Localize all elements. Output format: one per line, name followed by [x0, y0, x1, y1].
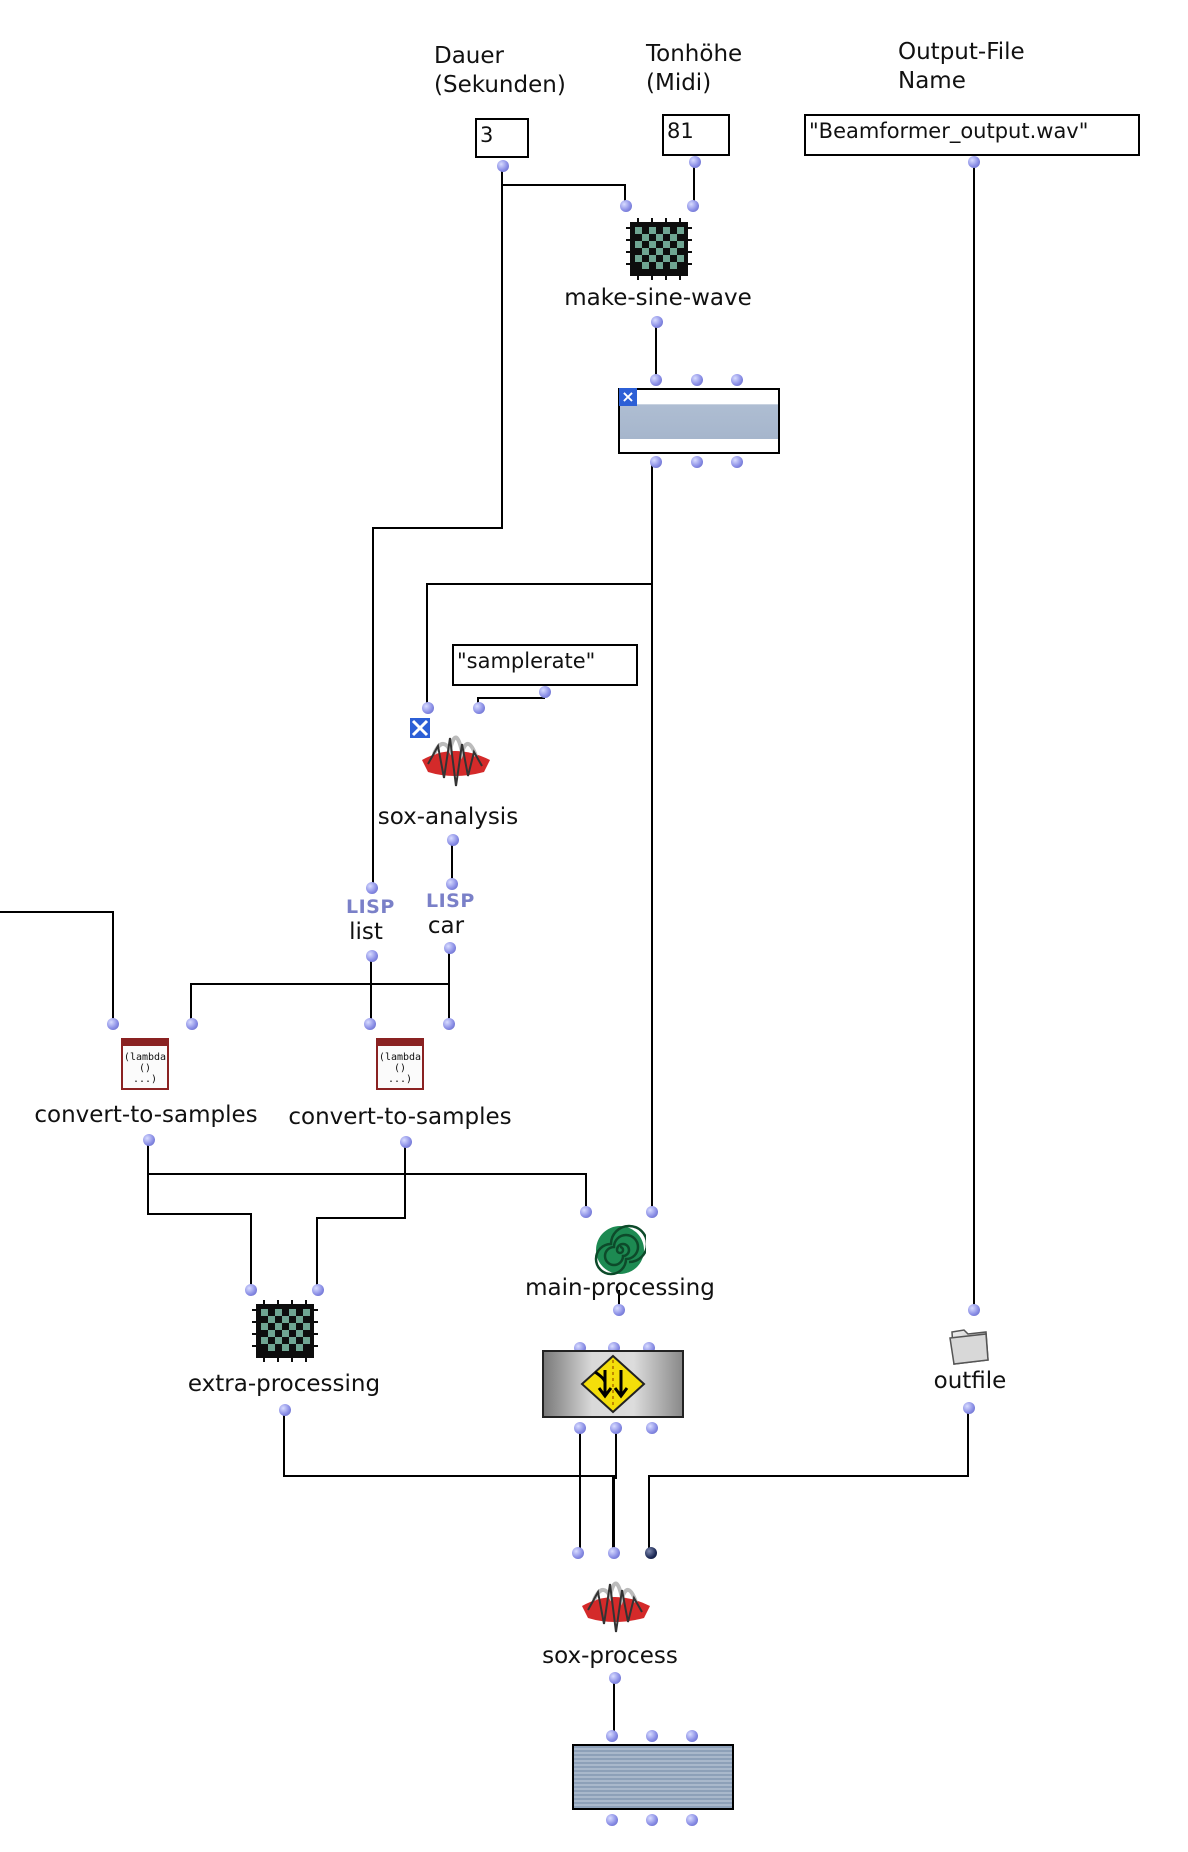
sound-waveform-band	[620, 404, 778, 439]
sox-process-inlet-2[interactable]	[608, 1547, 620, 1559]
car-inlet[interactable]	[446, 878, 458, 890]
extra-processing-inlet-2[interactable]	[312, 1284, 324, 1296]
main-processing-label: main-processing	[525, 1275, 715, 1301]
lisp-list-icon[interactable]: LISP	[346, 896, 395, 918]
convert-a-label: convert-to-samples	[34, 1102, 258, 1128]
extra-processing-inlet-1[interactable]	[245, 1284, 257, 1296]
outfile-inlet[interactable]	[968, 1304, 980, 1316]
main-processing-outlet[interactable]	[613, 1304, 625, 1316]
map-outlet-1[interactable]	[574, 1422, 586, 1434]
lisp-car-icon[interactable]: LISP	[426, 890, 475, 912]
duration-value-box[interactable]: 3	[475, 118, 529, 158]
car-label: car	[427, 913, 465, 939]
folder-icon[interactable]	[946, 1322, 992, 1366]
sound-inlet-1[interactable]	[650, 374, 662, 386]
sound-inlet-2[interactable]	[691, 374, 703, 386]
map-box[interactable]	[542, 1350, 684, 1418]
sox-analysis-label: sox-analysis	[377, 804, 519, 830]
list-inlet[interactable]	[366, 882, 378, 894]
pitch-label: Tonhöhe (Midi)	[646, 41, 743, 96]
output-sound-box[interactable]	[572, 1744, 734, 1810]
sox-process-outlet[interactable]	[609, 1672, 621, 1684]
samplerate-outlet[interactable]	[539, 686, 551, 698]
list-label: list	[349, 919, 383, 945]
lambda-icon[interactable]: (lambda () ...)	[376, 1038, 424, 1090]
extra-processing-label: extra-processing	[187, 1371, 381, 1397]
duration-label: Dauer (Sekunden)	[434, 43, 566, 98]
output-file-outlet[interactable]	[968, 156, 980, 168]
main-processing-inlet-2[interactable]	[646, 1206, 658, 1218]
car-outlet[interactable]	[444, 942, 456, 954]
convert-b-inlet-1[interactable]	[364, 1018, 376, 1030]
convert-a-outlet[interactable]	[143, 1134, 155, 1146]
pitch-outlet[interactable]	[689, 156, 701, 168]
pitch-value-box[interactable]: 81	[662, 114, 730, 156]
sound-out-outlet-3[interactable]	[686, 1814, 698, 1826]
convert-b-outlet[interactable]	[400, 1136, 412, 1148]
sound-outlet-1[interactable]	[650, 456, 662, 468]
convert-a-inlet-1[interactable]	[107, 1018, 119, 1030]
outfile-outlet[interactable]	[963, 1402, 975, 1414]
sox-icon[interactable]	[574, 1562, 658, 1642]
make-sine-wave-inlet-duration[interactable]	[620, 200, 632, 212]
sound-out-inlet-1[interactable]	[606, 1730, 618, 1742]
sound-out-outlet-1[interactable]	[606, 1814, 618, 1826]
sound-out-inlet-3[interactable]	[686, 1730, 698, 1742]
sox-analysis-outlet[interactable]	[447, 834, 459, 846]
duration-outlet[interactable]	[497, 160, 509, 172]
extra-processing-outlet[interactable]	[279, 1404, 291, 1416]
patch-grid-icon[interactable]	[626, 218, 692, 280]
map-outlet-2[interactable]	[610, 1422, 622, 1434]
spiral-icon[interactable]	[594, 1224, 646, 1276]
sox-analysis-inlet-1[interactable]	[422, 702, 434, 714]
lock-x-icon[interactable]: ×	[619, 388, 637, 406]
main-processing-inlet-1[interactable]	[580, 1206, 592, 1218]
merge-sign-icon	[580, 1354, 646, 1414]
lambda-icon[interactable]: (lambda () ...)	[121, 1038, 169, 1090]
convert-b-inlet-2[interactable]	[443, 1018, 455, 1030]
patch-grid-icon[interactable]	[252, 1300, 318, 1362]
sox-process-label: sox-process	[542, 1643, 678, 1669]
output-file-value-box[interactable]: "Beamformer_output.wav"	[804, 114, 1140, 156]
sound-out-inlet-2[interactable]	[646, 1730, 658, 1742]
sound-out-outlet-2[interactable]	[646, 1814, 658, 1826]
map-outlet-3[interactable]	[646, 1422, 658, 1434]
sox-process-inlet-1[interactable]	[572, 1547, 584, 1559]
samplerate-value-box[interactable]: "samplerate"	[452, 644, 638, 686]
outfile-label: outfile	[933, 1368, 1007, 1394]
sox-process-inlet-3[interactable]	[645, 1547, 657, 1559]
sound-outlet-3[interactable]	[731, 456, 743, 468]
convert-a-inlet-2[interactable]	[186, 1018, 198, 1030]
sound-outlet-2[interactable]	[691, 456, 703, 468]
make-sine-wave-label: make-sine-wave	[564, 285, 752, 311]
make-sine-wave-inlet-pitch[interactable]	[687, 200, 699, 212]
list-outlet[interactable]	[366, 950, 378, 962]
output-file-label: Output-File Name	[898, 39, 1025, 94]
sound-inlet-3[interactable]	[731, 374, 743, 386]
make-sine-wave-outlet[interactable]	[651, 316, 663, 328]
sox-icon[interactable]	[408, 716, 500, 796]
convert-b-label: convert-to-samples	[288, 1104, 512, 1130]
sox-analysis-inlet-2[interactable]	[473, 702, 485, 714]
sound-object-box[interactable]: ×	[618, 388, 780, 454]
